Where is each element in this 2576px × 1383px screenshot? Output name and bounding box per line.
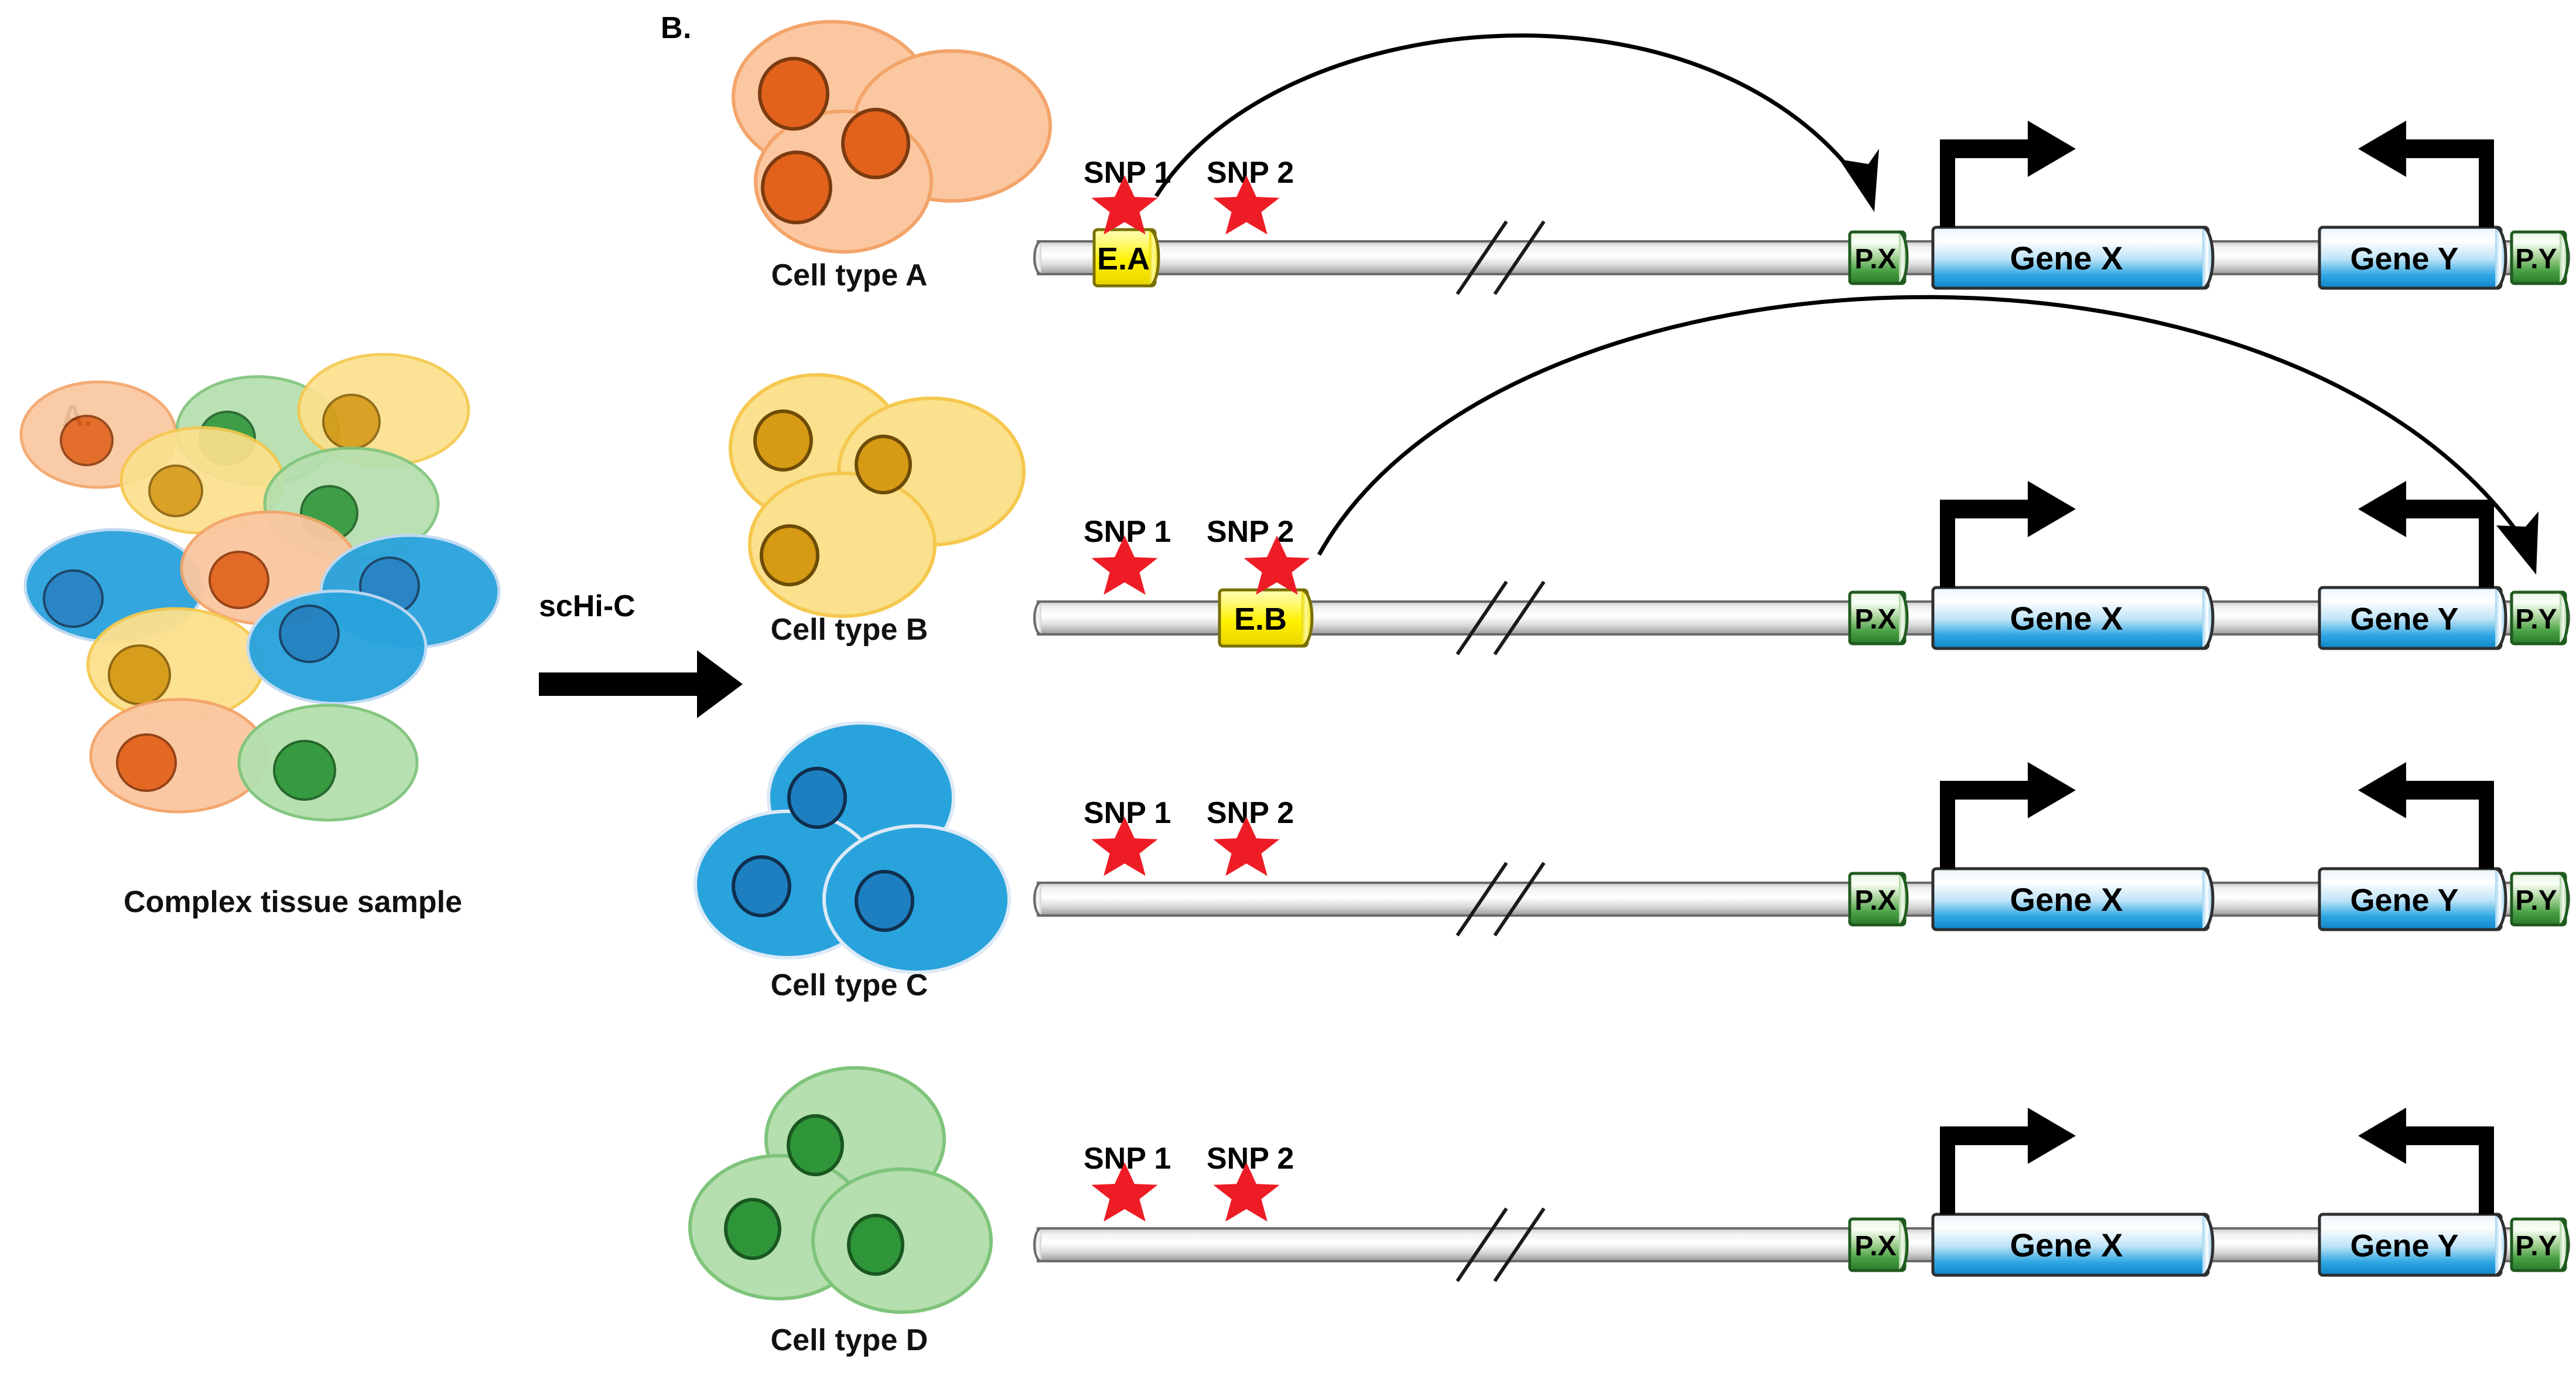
gene-y: Gene Y — [2318, 226, 2507, 290]
chromosome-break-mark — [1456, 220, 1546, 295]
snp2-star-icon — [1213, 1162, 1280, 1222]
snp2-label-row-d: SNP 2 — [1207, 1142, 1294, 1176]
schic-arrow-icon — [539, 650, 743, 718]
promoter-px: P.X — [1848, 590, 1909, 646]
snp2-star-icon — [1213, 175, 1280, 235]
snp1-star-icon — [1091, 535, 1158, 595]
gene-y-label: Gene Y — [2350, 1228, 2458, 1264]
tss-arrow-gene-x-icon — [1940, 1108, 2076, 1214]
gene-x: Gene X — [1931, 226, 2215, 290]
promoter-py: P.Y — [2510, 230, 2570, 285]
chromosome-break-mark — [1456, 580, 1546, 655]
gene-y: Gene Y — [2318, 1213, 2507, 1277]
promoter-px-label: P.X — [1854, 244, 1896, 275]
cell-group-d-caption: Cell type D — [770, 1323, 928, 1357]
interaction-arc-ea-px — [1154, 33, 1879, 212]
snp2-star-icon — [1213, 817, 1280, 876]
promoter-py-label: P.Y — [2515, 885, 2557, 916]
snp2-star-icon — [1243, 535, 1310, 595]
tss-arrow-gene-y-icon — [2358, 762, 2494, 869]
snp1-star-icon — [1091, 1162, 1158, 1222]
promoter-py: P.Y — [2510, 590, 2570, 646]
promoter-px-label: P.X — [1854, 604, 1896, 635]
enhancer-eb-label: E.B — [1234, 602, 1287, 637]
genome-track-row-a: E.A P.X Gene X Gene Y — [1033, 33, 2570, 295]
cell-group-c — [693, 721, 1011, 974]
enhancer-ea-label: E.A — [1097, 241, 1150, 276]
tss-arrow-gene-x-icon — [1940, 762, 2076, 869]
tissue-cell-cluster — [19, 353, 501, 822]
promoter-px-label: P.X — [1854, 1231, 1896, 1262]
tss-arrow-gene-y-icon — [2358, 1108, 2494, 1214]
tss-arrow-gene-y-icon — [2358, 481, 2494, 588]
cell-group-c-caption: Cell type C — [770, 968, 928, 1002]
chromosome-backbone — [1033, 882, 2570, 917]
promoter-px-label: P.X — [1854, 885, 1896, 916]
snp2-label-row-c: SNP 2 — [1207, 796, 1294, 830]
gene-y-label: Gene Y — [2350, 602, 2458, 637]
enhancer-eb: E.B — [1218, 588, 1314, 648]
gene-x-label: Gene X — [2010, 240, 2123, 276]
gene-x-label: Gene X — [2010, 881, 2123, 918]
process-label-schic: scHi-C — [539, 589, 636, 623]
promoter-py: P.Y — [2510, 872, 2570, 927]
cell-group-a — [732, 20, 1052, 254]
tissue-caption: Complex tissue sample — [124, 885, 462, 919]
gene-y-label: Gene Y — [2350, 241, 2458, 276]
promoter-px: P.X — [1848, 230, 1909, 285]
snp1-star-icon — [1091, 817, 1158, 876]
interaction-arc-eb-py — [1317, 295, 2539, 575]
promoter-px: P.X — [1848, 872, 1909, 927]
gene-y: Gene Y — [2318, 867, 2507, 931]
gene-x: Gene X — [1931, 1213, 2215, 1277]
promoter-px: P.X — [1848, 1217, 1909, 1272]
promoter-py: P.Y — [2510, 1217, 2570, 1272]
tss-arrow-gene-x-icon — [1940, 121, 2076, 227]
chromosome-break-mark — [1456, 1207, 1546, 1282]
chromosome-break-mark — [1456, 862, 1546, 937]
cell-group-a-caption: Cell type A — [771, 258, 928, 292]
gene-x: Gene X — [1931, 586, 2215, 650]
genome-track-row-c: P.X Gene X Gene Y P.Y — [1033, 762, 2570, 937]
panel-b-letter: B. — [661, 11, 692, 45]
cell-group-b-caption: Cell type B — [770, 613, 928, 647]
gene-x-label: Gene X — [2010, 600, 2123, 637]
gene-y-label: Gene Y — [2350, 883, 2458, 918]
gene-y: Gene Y — [2318, 586, 2507, 650]
genome-track-row-b: E.B P.X Gene X Gene Y P.Y — [1033, 295, 2570, 655]
gene-x: Gene X — [1931, 867, 2215, 931]
promoter-py-label: P.Y — [2515, 244, 2557, 275]
promoter-py-label: P.Y — [2515, 604, 2557, 635]
gene-x-label: Gene X — [2010, 1227, 2123, 1264]
cell-group-d — [688, 1066, 993, 1314]
enhancer-ea: E.A — [1092, 228, 1160, 288]
promoter-py-label: P.Y — [2515, 1231, 2557, 1262]
tss-arrow-gene-y-icon — [2358, 121, 2494, 227]
cell-group-b — [729, 373, 1026, 618]
tss-arrow-gene-x-icon — [1940, 481, 2076, 588]
genome-track-row-d: P.X Gene X Gene Y P.Y — [1033, 1108, 2570, 1282]
snp1-star-icon — [1091, 175, 1158, 235]
